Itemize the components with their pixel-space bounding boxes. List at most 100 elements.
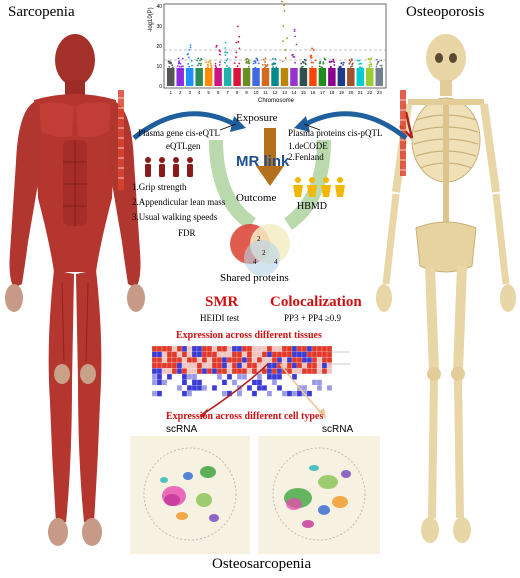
- heatmap-cell: [171, 345, 178, 352]
- manhattan-point: [188, 65, 191, 68]
- muscle-body-figure: [5, 34, 145, 546]
- manhattan-band-chr18: [328, 68, 336, 86]
- manhattan-point: [342, 63, 344, 66]
- manhattan-point: [271, 58, 274, 60]
- manhattan-xtick-label: 2: [179, 90, 182, 95]
- heatmap-cell: [201, 351, 208, 358]
- manhattan-point: [359, 66, 362, 69]
- heatmap-cell: [281, 345, 288, 352]
- cell-types-label: Expression across different cell types: [166, 411, 324, 422]
- left-green-arc: [209, 139, 257, 230]
- heatmap-cell: [196, 345, 203, 352]
- manhattan-xtick-label: 7: [226, 90, 229, 95]
- manhattan-point: [247, 59, 250, 62]
- manhattan-point: [282, 25, 285, 28]
- manhattan-xtick-label: 9: [245, 90, 248, 95]
- manhattan-point: [197, 62, 200, 65]
- heatmap-cell: [306, 351, 313, 358]
- manhattan-xtick-label: 11: [263, 90, 268, 95]
- manhattan-point: [348, 62, 351, 65]
- manhattan-point: [188, 49, 191, 51]
- heatmap-cell: [161, 351, 168, 358]
- manhattan-point: [300, 62, 303, 65]
- manhattan-point: [357, 59, 359, 62]
- heatmap-cell: [266, 345, 273, 352]
- manhattan-band-chr11: [261, 68, 270, 86]
- manhattan-point: [254, 62, 257, 64]
- manhattan-point: [370, 65, 373, 68]
- manhattan-point: [225, 65, 228, 67]
- manhattan-band-chr2: [176, 68, 184, 86]
- heatmap-to-scrna-arrows: [199, 363, 327, 419]
- heatmap-cell: [276, 345, 283, 352]
- manhattan-point: [207, 61, 210, 64]
- heatmap-cell: [186, 345, 193, 352]
- manhattan-point: [191, 64, 193, 67]
- manhattan-point: [209, 60, 211, 63]
- manhattan-point: [333, 61, 336, 64]
- heatmap-cell: [156, 345, 163, 352]
- osteosarcopenia-title: Osteosarcopenia: [212, 556, 312, 572]
- left-blue-arrow: [132, 111, 236, 140]
- manhattan-point: [379, 64, 382, 67]
- manhattan-point: [206, 67, 209, 69]
- manhattan-point: [284, 57, 287, 59]
- manhattan-point: [167, 60, 170, 63]
- red-people-icon: [145, 157, 193, 177]
- manhattan-xtick-label: 10: [254, 90, 260, 95]
- heatmap-cell: [301, 345, 308, 352]
- manhattan-band-chr20: [347, 68, 355, 86]
- manhattan-point: [264, 61, 266, 63]
- heatmap-cell: [311, 345, 318, 352]
- manhattan-point: [247, 65, 250, 68]
- manhattan-point: [324, 58, 327, 61]
- center-brown-arrow: [264, 128, 276, 168]
- heatmap-cell: [261, 351, 268, 358]
- heatmap-cell: [266, 351, 273, 358]
- manhattan-point: [176, 65, 179, 68]
- manhattan-point: [264, 57, 267, 60]
- manhattan-point: [190, 59, 193, 62]
- shared-proteins-label: Shared proteins: [220, 272, 289, 284]
- heatmap-cell: [316, 345, 323, 352]
- manhattan-point: [236, 65, 239, 68]
- manhattan-point: [199, 59, 201, 62]
- heatmap-cell: [271, 345, 278, 352]
- manhattan-point: [235, 56, 237, 59]
- manhattan-point: [301, 60, 304, 63]
- manhattan-ytick-label: 10: [156, 64, 162, 70]
- heatmap-cell: [211, 351, 218, 358]
- heatmap-cell: [151, 351, 158, 358]
- manhattan-point: [293, 28, 296, 31]
- manhattan-point: [224, 51, 227, 54]
- smr-subtitle: HEIDI test: [200, 313, 240, 323]
- manhattan-ytick-label: 40: [156, 4, 162, 10]
- manhattan-point: [256, 58, 259, 61]
- manhattan-point: [210, 64, 213, 67]
- heatmap-cell: [296, 351, 303, 358]
- manhattan-point: [300, 66, 303, 69]
- manhattan-point: [189, 46, 192, 49]
- colocalization-subtitle: PP3 + PP4 ≥0.9: [284, 313, 342, 323]
- manhattan-band-chr7: [223, 68, 232, 86]
- heatmap-cell: [321, 351, 328, 358]
- manhattan-point: [375, 65, 378, 68]
- manhattan-point: [246, 58, 249, 60]
- outcome-label: Outcome: [236, 192, 277, 204]
- manhattan-point: [376, 63, 378, 66]
- manhattan-point: [281, 60, 284, 63]
- manhattan-band-chr1: [167, 68, 175, 86]
- manhattan-point: [339, 66, 342, 68]
- manhattan-band-chr9: [242, 68, 251, 86]
- venn-number-3: 4: [253, 258, 257, 266]
- manhattan-point: [274, 58, 277, 60]
- manhattan-point: [369, 61, 372, 64]
- manhattan-point: [333, 64, 336, 66]
- manhattan-ytick-label: 30: [156, 24, 162, 30]
- manhattan-point: [189, 44, 192, 47]
- heatmap-cell: [186, 351, 193, 358]
- manhattan-point: [380, 59, 383, 62]
- manhattan-point: [376, 58, 378, 61]
- manhattan-xtick-label: 16: [310, 90, 316, 95]
